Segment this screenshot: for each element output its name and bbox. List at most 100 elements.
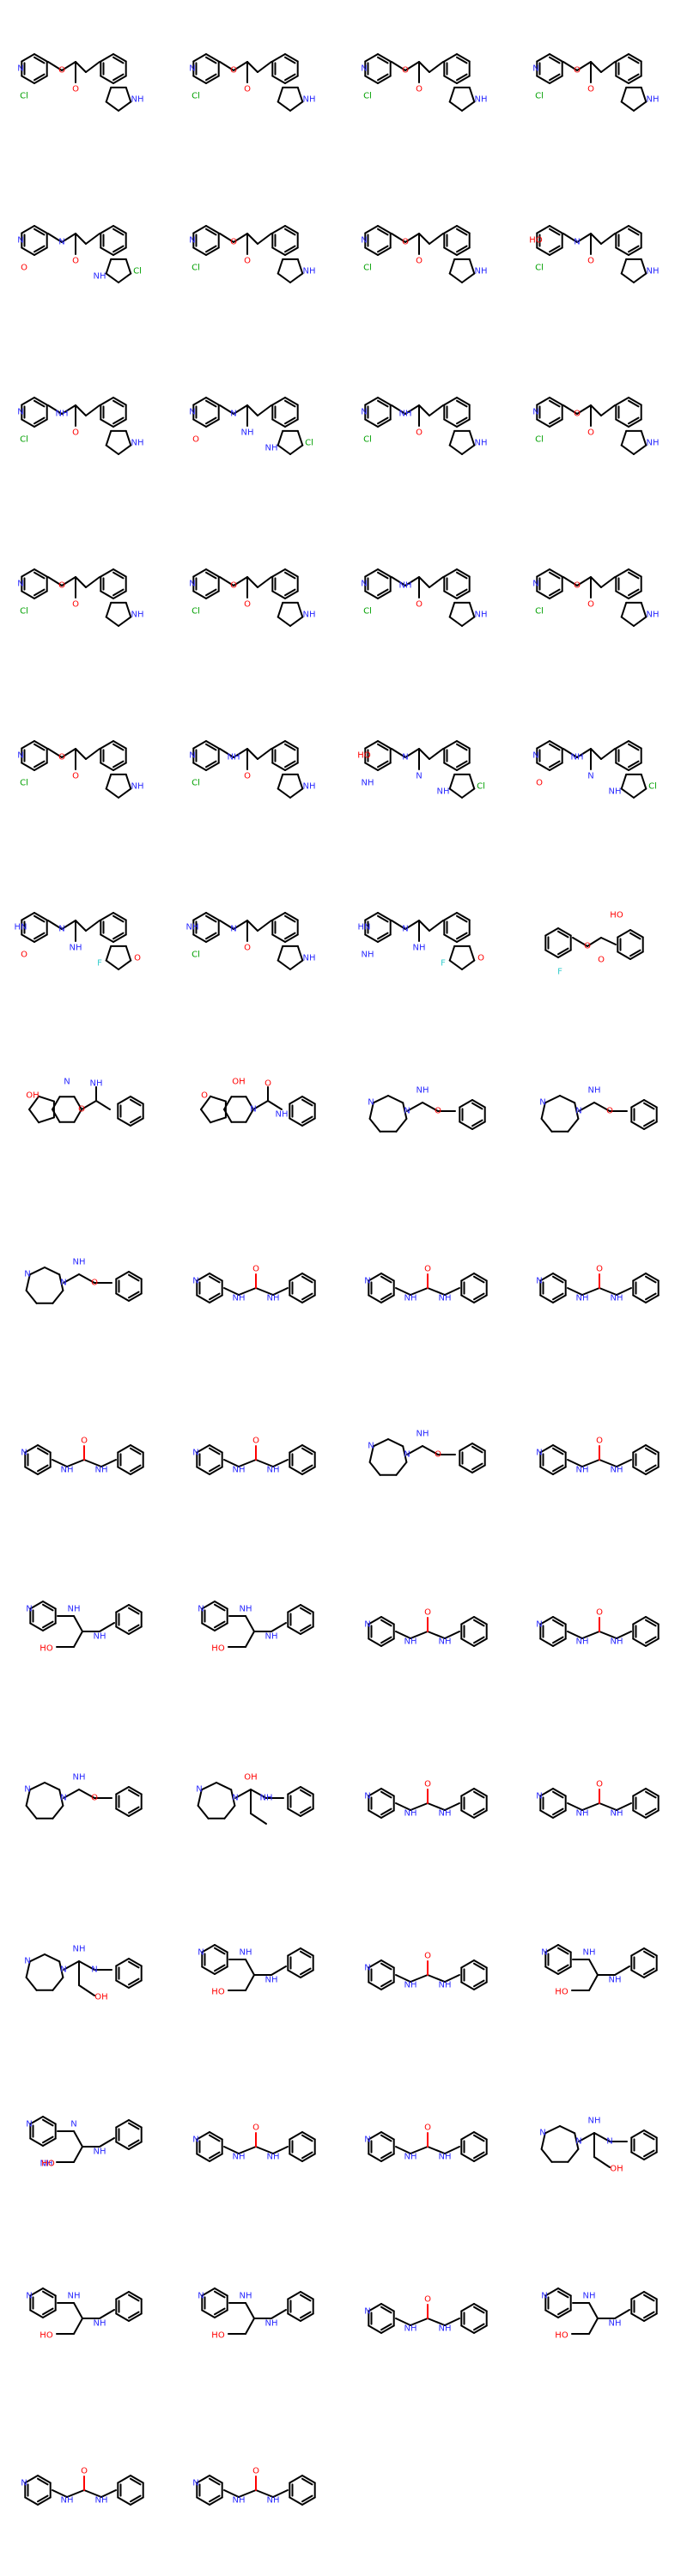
atom-label: O [596,1437,603,1446]
bond [73,2130,83,2148]
atom-label: Cl [192,264,200,273]
atom-label: Cl [535,435,544,445]
bond [238,1459,257,1467]
atom-label: N [532,751,538,761]
phenyl-ring [115,2291,143,2322]
benzo-ring [443,912,471,943]
pyridine-ring [364,568,392,599]
atom-label: O [424,1780,431,1789]
bond [75,748,87,760]
pyridine-ring [24,2475,52,2506]
atom-label: NH [404,1981,417,1990]
bond [85,748,100,760]
bond [85,233,100,245]
atom-label: O [244,944,251,953]
atom-label: N [364,1964,370,1973]
atom-label: NH [233,2496,246,2506]
bond [100,2489,117,2498]
bond [238,2489,257,2498]
phenyl-ring [289,1444,316,1475]
benzo-ring [271,53,299,84]
phenyl-ring [289,1096,316,1127]
bond [576,61,592,71]
bond [233,576,248,586]
atom-label: NH [267,2153,280,2162]
bond [75,61,87,73]
atom-label: O [402,238,409,247]
atom-label: Cl [363,264,372,273]
bond [391,576,406,586]
pyridine-ring [536,53,563,84]
pyridine-ring [21,225,48,256]
atom-label: NH [437,787,450,797]
bond [78,1960,95,1971]
atom-label: N [60,1279,66,1288]
atom-label: N [17,751,23,761]
atom-label: N [364,2136,370,2145]
atom-label: HO [555,2331,568,2341]
pyridine-ring [368,2131,395,2162]
atom-label: O [244,85,251,94]
pyridine-ring [368,1273,395,1303]
atom-label: NH [404,2153,417,2162]
pyrrole-ring [105,601,132,627]
bond [562,61,578,71]
atom-label: N [368,1098,374,1108]
atom-label: O [416,600,423,610]
atom-label: NH [404,1294,417,1303]
bond [576,576,592,586]
atom-label: O [424,2295,431,2305]
phenyl-ring [460,1959,488,1990]
phenyl-ring [632,1444,660,1475]
pyridine-ring [201,2287,228,2318]
atom-label: N [361,64,367,74]
bond [75,576,87,588]
bond [599,1631,617,1639]
bond [271,1965,287,1976]
bond [83,2489,102,2498]
bond [429,233,444,245]
benzo-ring [100,53,127,84]
atom-label: NH [303,267,316,276]
bond [614,2309,630,2319]
bond [593,2156,611,2168]
bond [52,1459,68,1467]
pyridine-ring [192,740,220,771]
bond [219,920,234,930]
bond [75,920,87,932]
bond [257,748,272,760]
atom-label: NH [416,1430,429,1439]
atom-label: N [192,2479,198,2488]
atom-label: NH [404,2324,417,2334]
atom-label: NH [576,1809,589,1819]
atom-label: N [198,1948,204,1958]
pyridine-ring [544,1944,572,1975]
pyridine-ring [536,397,563,428]
bond [219,233,234,243]
phenyl-ring [287,1947,314,1978]
pyridine-ring [29,2287,57,2318]
atom-label: N [64,1078,70,1087]
bond [47,404,63,415]
atom-label: NH [267,2496,280,2506]
pyrrole-ring [105,258,132,283]
atom-label: NH [399,581,412,591]
atom-label: O [587,428,594,438]
atom-label: NH [611,1466,623,1475]
bond [562,233,578,243]
bond [75,233,87,245]
